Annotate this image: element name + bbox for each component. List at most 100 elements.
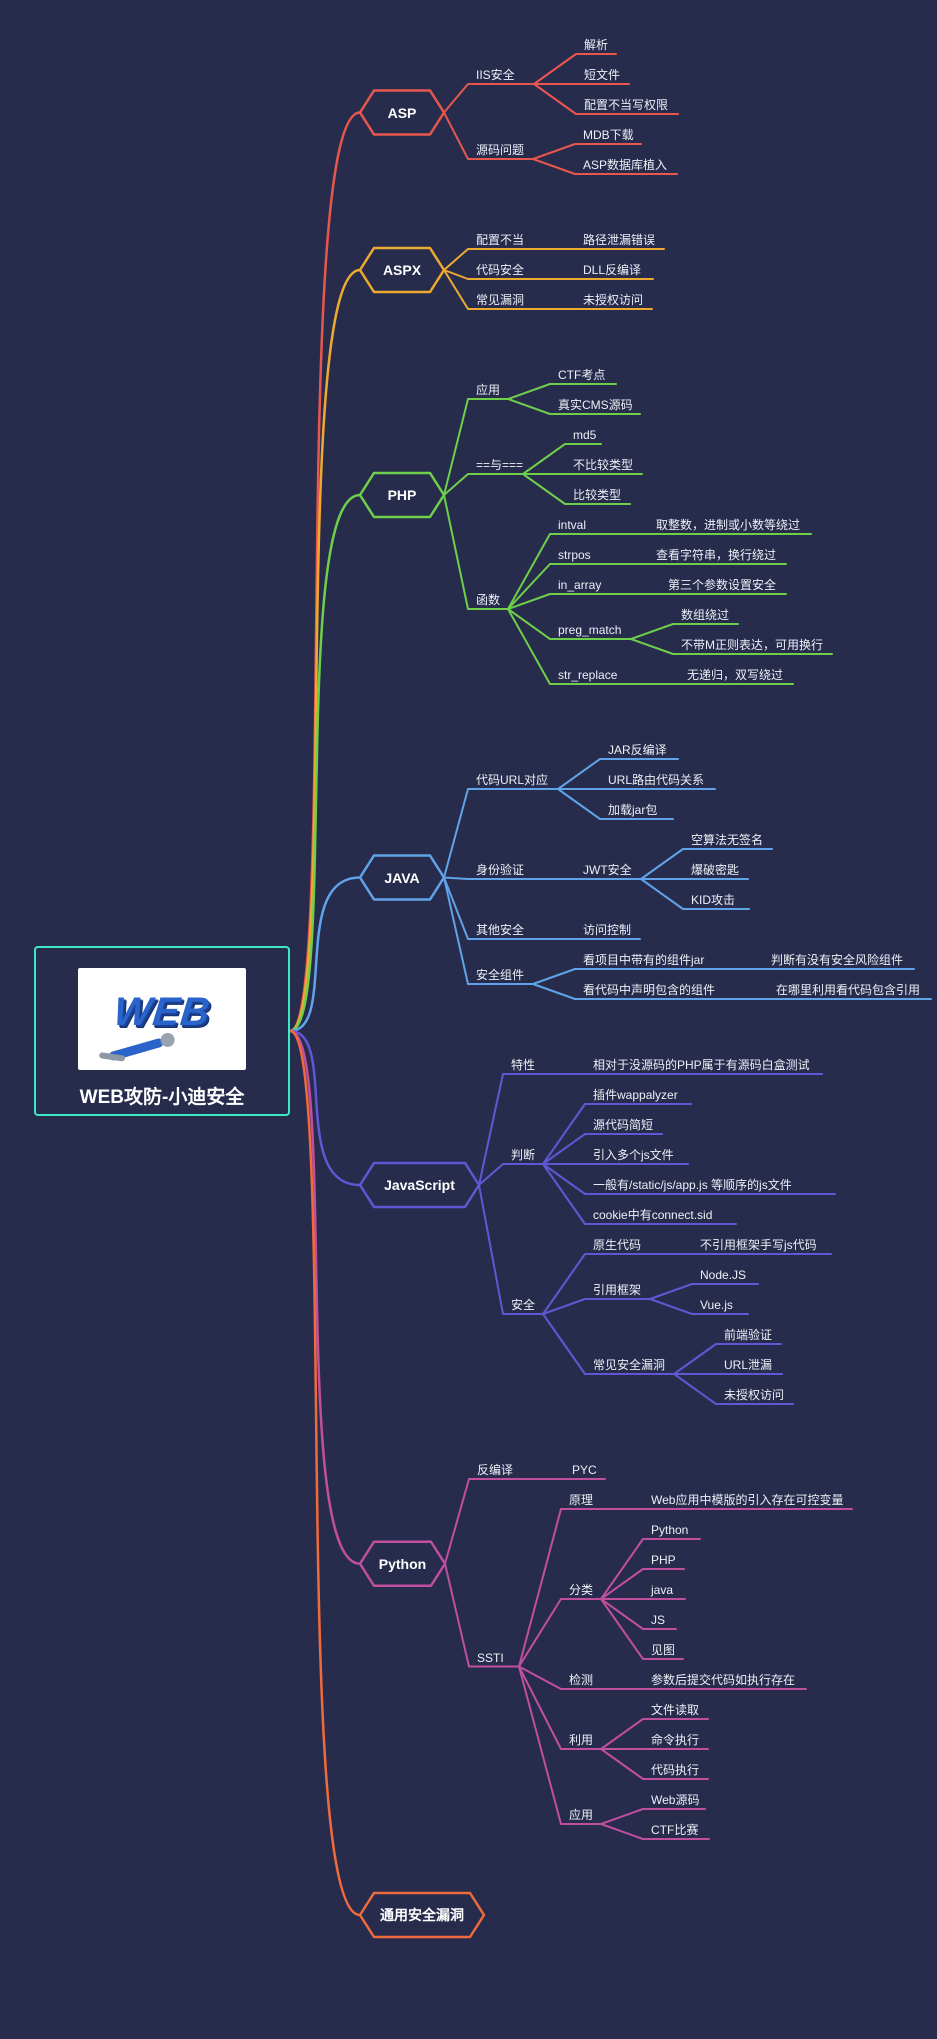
connector-line bbox=[542, 1133, 663, 1165]
node-branches-1-children-2-children-0[interactable]: 未授权访问 bbox=[583, 293, 644, 307]
node-branches-5-children-1-children-2-children-0[interactable]: 参数后提交代码如执行存在 bbox=[651, 1673, 796, 1687]
node-branches-5-children-1-children-4[interactable]: 应用 bbox=[569, 1808, 594, 1822]
node-javascript[interactable]: JavaScript bbox=[384, 1177, 455, 1193]
connector-line bbox=[542, 1103, 692, 1165]
node-iis[interactable]: IIS安全 bbox=[476, 68, 515, 82]
node-java[interactable]: java bbox=[651, 1583, 674, 1597]
node-js[interactable]: JS bbox=[651, 1613, 666, 1627]
node-branches-2-children-2-children-1-children-0[interactable]: 查看字符串，换行绕过 bbox=[656, 548, 777, 562]
connector-line bbox=[478, 1073, 544, 1186]
node-branches-5-children-1-children-3-children-1[interactable]: 命令执行 bbox=[651, 1733, 700, 1747]
node-branches-4-children-2-children-2[interactable]: 常见安全漏洞 bbox=[593, 1358, 666, 1372]
node-branches-2-children-2-children-0-children-0[interactable]: 取整数，进制或小数等绕过 bbox=[656, 518, 801, 532]
node-m[interactable]: 不带M正则表达，可用换行 bbox=[681, 638, 823, 652]
node-branches-5-children-1-children-1[interactable]: 分类 bbox=[569, 1583, 594, 1597]
connector-line bbox=[673, 1343, 782, 1375]
node-strreplace[interactable]: str_replace bbox=[558, 668, 618, 682]
node-branches-1-children-2[interactable]: 常见漏洞 bbox=[476, 293, 525, 307]
node-python[interactable]: Python bbox=[378, 1555, 427, 1572]
node-jar[interactable]: JAR反编译 bbox=[608, 743, 667, 757]
node-inarray[interactable]: in_array bbox=[558, 578, 602, 592]
node-branches-3-children-1-children-0-children-1[interactable]: 爆破密匙 bbox=[691, 863, 740, 877]
connector-line bbox=[518, 1665, 602, 1750]
node-branches-4-children-2-children-1[interactable]: 引用框架 bbox=[593, 1283, 642, 1297]
node-dll[interactable]: DLL反编译 bbox=[583, 263, 642, 277]
node-js[interactable]: 引入多个js文件 bbox=[593, 1148, 674, 1162]
node-branches-2-children-2-children-3-children-0[interactable]: 数组绕过 bbox=[681, 608, 730, 622]
node-ctf[interactable]: CTF比赛 bbox=[651, 1823, 699, 1837]
node-jar[interactable]: 看项目中带有的组件jar bbox=[583, 953, 705, 967]
node-branches-5-children-1-children-0[interactable]: 原理 bbox=[569, 1493, 594, 1507]
node-branches-3-children-2-children-0[interactable]: 访问控制 bbox=[583, 923, 632, 937]
node-branches-3-children-3[interactable]: 安全组件 bbox=[476, 968, 525, 982]
node-branches-3-children-3-children-1[interactable]: 看代码中声明包含的组件 bbox=[583, 983, 716, 997]
node-branches-1-children-0-children-0[interactable]: 路径泄漏错误 bbox=[583, 233, 656, 247]
node-asp[interactable]: ASP bbox=[387, 104, 417, 121]
node-vuejs[interactable]: Vue.js bbox=[700, 1298, 733, 1312]
node-branches-1-children-0[interactable]: 配置不当 bbox=[476, 233, 525, 247]
node-branches-6[interactable]: 通用安全漏洞 bbox=[380, 1907, 464, 1923]
node-php[interactable]: PHP bbox=[651, 1553, 676, 1567]
node-branches-2-children-2-children-2-children-0[interactable]: 第三个参数设置安全 bbox=[668, 578, 777, 592]
node-branches-0-children-0-children-2[interactable]: 配置不当写权限 bbox=[584, 98, 669, 112]
node-branches-4-children-1-children-1[interactable]: 源代码简短 bbox=[593, 1118, 654, 1132]
node-branches-4-children-2-children-2-children-2[interactable]: 未授权访问 bbox=[724, 1388, 785, 1402]
node-branches-3-children-1-children-0-children-0[interactable]: 空算法无签名 bbox=[691, 833, 764, 847]
node-branches-0-children-1[interactable]: 源码问题 bbox=[476, 143, 525, 157]
node-branches-5-children-1-children-3-children-2[interactable]: 代码执行 bbox=[651, 1763, 700, 1777]
node-url[interactable]: URL泄漏 bbox=[724, 1358, 773, 1372]
node-md5[interactable]: md5 bbox=[573, 428, 597, 442]
node-branches-0-children-0-children-1[interactable]: 短文件 bbox=[584, 68, 621, 82]
node-asp[interactable]: ASP数据库植入 bbox=[583, 158, 668, 172]
node-java[interactable]: JAVA bbox=[384, 869, 420, 886]
node-php[interactable]: PHP bbox=[387, 487, 417, 503]
node-branches-2-children-0[interactable]: 应用 bbox=[476, 383, 501, 397]
node-web[interactable]: Web应用中模版的引入存在可控变量 bbox=[651, 1493, 844, 1507]
node-python[interactable]: Python bbox=[651, 1523, 689, 1537]
node-branches-3-children-1[interactable]: 身份验证 bbox=[476, 863, 525, 877]
node-ctf[interactable]: CTF考点 bbox=[558, 368, 606, 382]
node-branches-3-children-2[interactable]: 其他安全 bbox=[476, 923, 525, 937]
node-ssti[interactable]: SSTI bbox=[477, 1650, 504, 1665]
node-branches-3-children-3-children-0-children-0[interactable]: 判断有没有安全风险组件 bbox=[771, 953, 904, 967]
node-pyc[interactable]: PYC bbox=[572, 1463, 597, 1477]
node-wappalyzer[interactable]: 插件wappalyzer bbox=[593, 1088, 678, 1102]
node-js[interactable]: 不引用框架手写js代码 bbox=[700, 1238, 817, 1252]
connector-line bbox=[542, 1298, 651, 1315]
node-web[interactable]: Web源码 bbox=[651, 1793, 700, 1807]
node-branches-5-children-1-children-1-children-4[interactable]: 见图 bbox=[651, 1643, 676, 1657]
node-branches-2-children-2[interactable]: 函数 bbox=[476, 593, 501, 607]
node-cookieconnectsid[interactable]: cookie中有connect.sid bbox=[593, 1208, 713, 1222]
node-staticjsappjsjs[interactable]: 一般有/static/js/app.js 等顺序的js文件 bbox=[593, 1178, 792, 1192]
node-nodejs[interactable]: Node.JS bbox=[700, 1268, 747, 1282]
node-pregmatch[interactable]: preg_match bbox=[558, 623, 622, 637]
node-cms[interactable]: 真实CMS源码 bbox=[558, 398, 633, 412]
node-branches-5-children-1-children-3-children-0[interactable]: 文件读取 bbox=[651, 1703, 700, 1717]
node-url[interactable]: 代码URL对应 bbox=[476, 773, 549, 787]
node-branches-2-children-2-children-4-children-0[interactable]: 无递归，双写绕过 bbox=[687, 668, 784, 682]
node-branches-5-children-0[interactable]: 反编译 bbox=[477, 1463, 514, 1477]
node-branches-2-children-1-children-1[interactable]: 不比较类型 bbox=[573, 458, 634, 472]
node-branches-1-children-1[interactable]: 代码安全 bbox=[476, 263, 525, 277]
node-branches-2-children-1-children-2[interactable]: 比较类型 bbox=[573, 488, 622, 502]
node-branches-5-children-1-children-2[interactable]: 检测 bbox=[569, 1673, 594, 1687]
node-branches-4-children-2-children-0[interactable]: 原生代码 bbox=[593, 1238, 642, 1252]
node-branches-5-children-1-children-3[interactable]: 利用 bbox=[569, 1733, 594, 1747]
node-php[interactable]: 相对于没源码的PHP属于有源码白盒测试 bbox=[593, 1058, 810, 1072]
node-kid[interactable]: KID攻击 bbox=[691, 893, 736, 907]
node-intval[interactable]: intval bbox=[558, 518, 587, 532]
node-jar[interactable]: 加载jar包 bbox=[608, 803, 658, 817]
node-strpos[interactable]: strpos bbox=[558, 548, 591, 562]
node-mdb[interactable]: MDB下载 bbox=[583, 128, 634, 142]
node-branches-4-children-1[interactable]: 判断 bbox=[511, 1148, 536, 1162]
node-jwt[interactable]: JWT安全 bbox=[583, 863, 632, 877]
node-branches-0-children-0-children-0[interactable]: 解析 bbox=[584, 38, 609, 52]
node-branches-4-children-2[interactable]: 安全 bbox=[511, 1298, 536, 1312]
node-aspx[interactable]: ASPX bbox=[382, 262, 422, 278]
node-branches-4-children-0[interactable]: 特性 bbox=[511, 1058, 536, 1072]
node-branches-2-children-1[interactable]: ==与=== bbox=[476, 458, 524, 472]
root-node[interactable]: WEB WEB攻防-小迪安全 bbox=[34, 946, 290, 1116]
node-url[interactable]: URL路由代码关系 bbox=[608, 773, 705, 787]
node-branches-4-children-2-children-2-children-0[interactable]: 前端验证 bbox=[724, 1328, 773, 1342]
node-branches-3-children-3-children-1-children-0[interactable]: 在哪里利用看代码包含引用 bbox=[776, 983, 921, 997]
